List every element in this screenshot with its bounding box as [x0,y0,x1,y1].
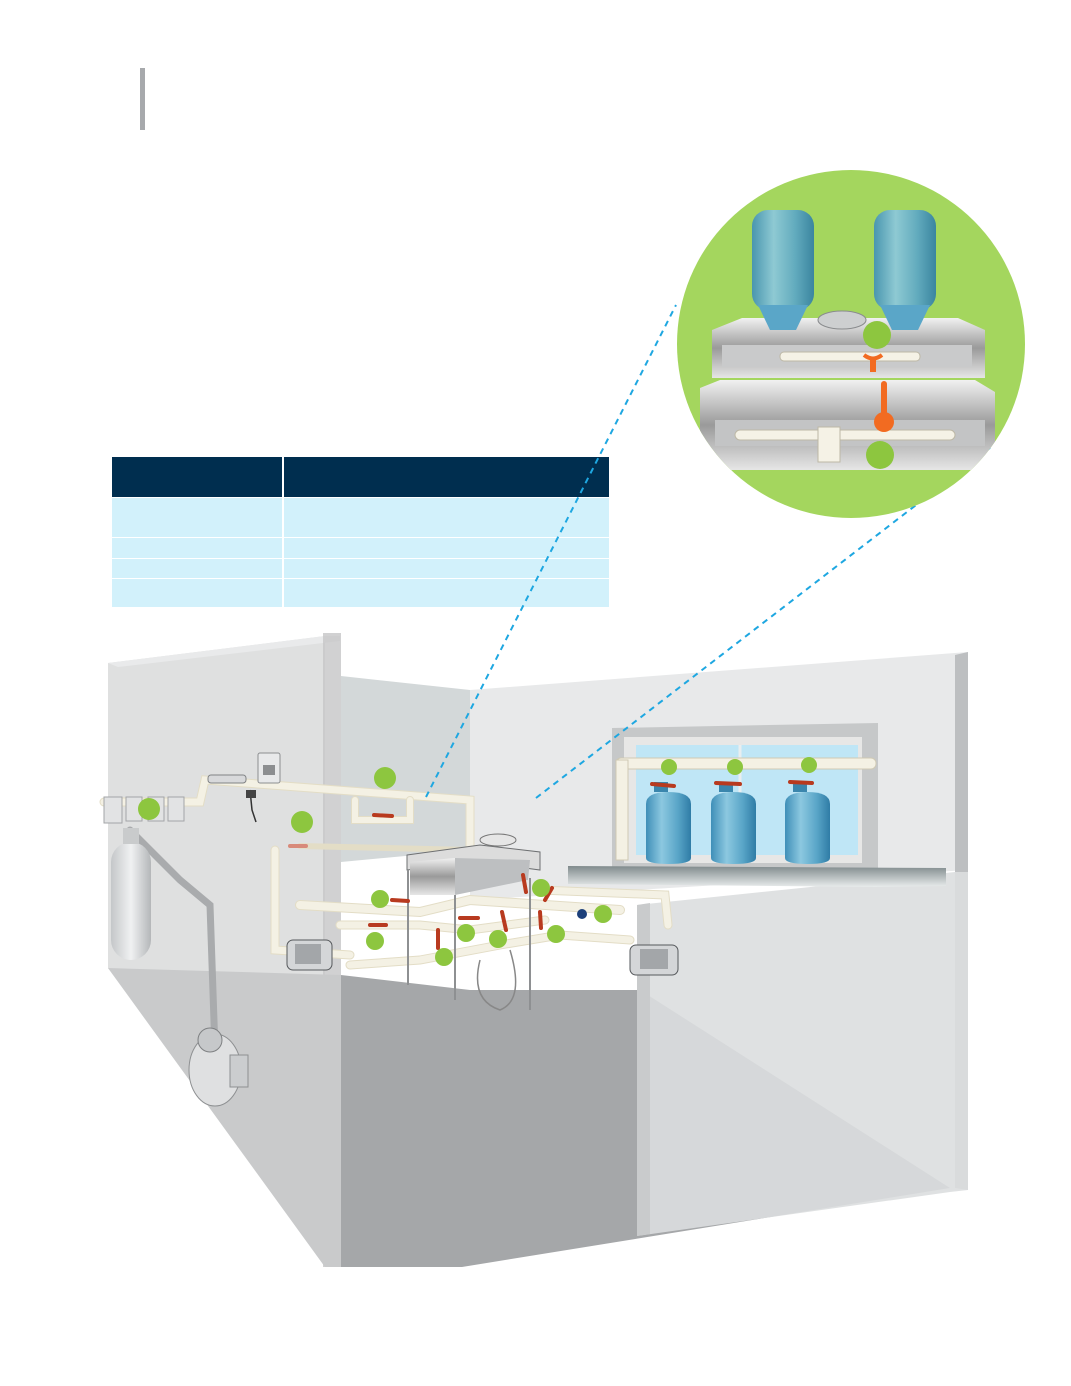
water-bottle-icon [711,782,756,864]
water-bottle-icon [874,210,936,330]
valve-handle-icon [500,910,508,932]
partition-wall [637,872,968,1236]
water-bottle-icon [752,210,814,330]
table-cell [112,497,283,538]
booster-pump-icon [188,1027,249,1107]
table-cell [112,558,283,579]
table-cell [282,537,609,559]
valve-handle-icon [862,353,884,361]
filling-valves [650,780,814,788]
component-marker [547,925,565,943]
transfer-pump-icon [629,944,679,976]
table-cell [112,537,283,559]
header-accent-bar [140,68,145,130]
wall-panel-icon [257,752,281,784]
spec-table-header-cell [112,457,283,498]
leader-line [535,447,991,799]
component-marker [457,924,475,942]
back-wall-left [341,676,470,862]
floor-light [108,968,341,1267]
leader-line [425,304,677,798]
component-marker [435,948,453,966]
component-marker [801,757,817,773]
spec-table [112,457,609,607]
component-markers [138,757,817,966]
left-wall-top-edge [108,636,340,667]
pressure-tank-icon [111,828,151,960]
table-row [112,558,609,579]
valve-handle-icon [538,910,543,930]
valve-handle-icon [650,782,676,788]
component-marker [594,905,612,923]
component-marker [366,932,384,950]
component-marker [863,321,891,349]
check-valve-icon [577,909,587,919]
valve-handle-icon [714,781,742,786]
window-pipe [615,757,877,770]
component-marker [866,441,894,469]
uv-unit-icon [207,774,257,823]
pipes [99,775,673,1054]
filling-station-icon [677,170,1025,518]
valve-handle-icon [521,873,528,894]
component-marker [291,811,313,833]
component-marker [371,890,389,908]
wash-sink-icon [406,833,541,1011]
table-row [112,578,609,607]
pump-pipe [126,826,219,1054]
bottle-row [646,782,830,864]
pipe-run [297,843,473,853]
partition-edge [637,903,650,1236]
pipe-valves [288,813,554,950]
spec-table-header [112,457,609,498]
table-row [112,537,609,559]
component-marker [138,798,160,820]
table-cell [112,578,283,607]
leader-lines [425,304,991,799]
water-bottle-icon [785,782,830,864]
valve-handle-icon [390,898,410,903]
component-marker [489,930,507,948]
valve-handle-icon [372,813,394,818]
valve-handle-icon [788,780,814,785]
table-cell [282,558,609,579]
valve-handle-icon [543,886,554,902]
component-marker [532,879,550,897]
component-marker [727,759,743,775]
table-cell [282,497,609,538]
spec-table-header-cell [282,457,609,498]
transfer-pump-icon [286,939,333,971]
table-cell [282,578,609,607]
filling-counter [568,866,946,887]
component-marker [374,767,396,789]
water-bottle-icon [646,782,691,864]
component-marker [661,759,677,775]
table-row [112,497,609,538]
